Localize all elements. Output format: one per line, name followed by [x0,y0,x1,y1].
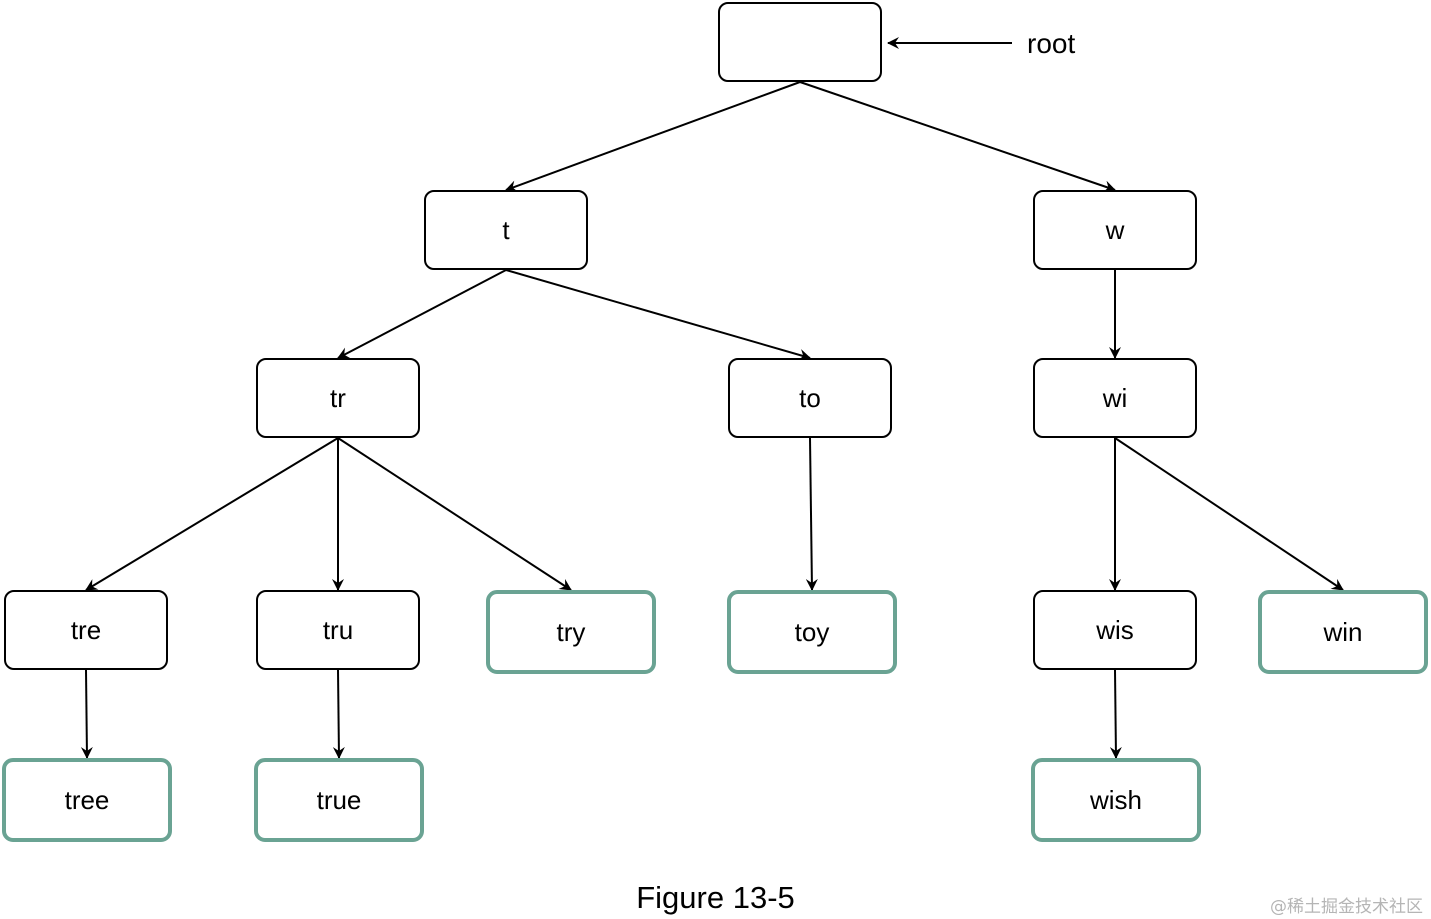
node-label: t [502,215,510,245]
edge-wis-to-wish [1109,669,1122,759]
root-pointer-label: root [1027,28,1076,59]
node-label: toy [794,617,830,647]
edge-tr-to-tre [85,437,339,591]
trie-node-root [718,2,882,82]
trie-node-try: try [486,590,656,674]
trie-node-wi: wi [1033,358,1197,438]
trie-node-tre: tre [4,590,168,670]
node-label: wish [1089,785,1142,815]
edge-root-to-t [505,81,801,192]
node-label: wis [1096,615,1134,645]
trie-node-win: win [1258,590,1428,674]
trie-node-tr: tr [256,358,420,438]
trie-node-tree: tree [2,758,172,842]
trie-node-tru: tru [256,590,420,670]
edge-tr-to-try [337,437,572,591]
edge-wi-to-win [1114,437,1344,591]
trie-node-toy: toy [727,590,897,674]
trie-node-wish: wish [1031,758,1201,842]
node-label: win [1323,617,1363,647]
node-label: to [799,383,821,413]
trie-node-true: true [254,758,424,842]
node-label: tre [70,615,102,645]
node-label: wi [1102,383,1128,413]
node-label: try [556,617,586,647]
trie-node-to: to [728,358,892,438]
figure-caption: Figure 13-5 [636,880,795,915]
edge-to-to-toy [805,437,818,591]
trie-node-wis: wis [1033,590,1197,670]
trie-node-w: w [1033,190,1197,270]
node-label: w [1105,215,1125,245]
trie-node-t: t [424,190,588,270]
edge-tru-to-true [332,669,345,759]
edge-t-to-to [505,269,811,361]
node-label: tr [330,383,346,413]
edge-t-to-tr [337,269,507,359]
edge-tre-to-tree [80,669,93,759]
node-label: tree [64,785,110,815]
edge-root-to-w [799,81,1116,193]
node-label: true [316,785,362,815]
node-label: tru [322,615,354,645]
watermark-text: @稀土掘金技术社区 [1270,897,1423,917]
